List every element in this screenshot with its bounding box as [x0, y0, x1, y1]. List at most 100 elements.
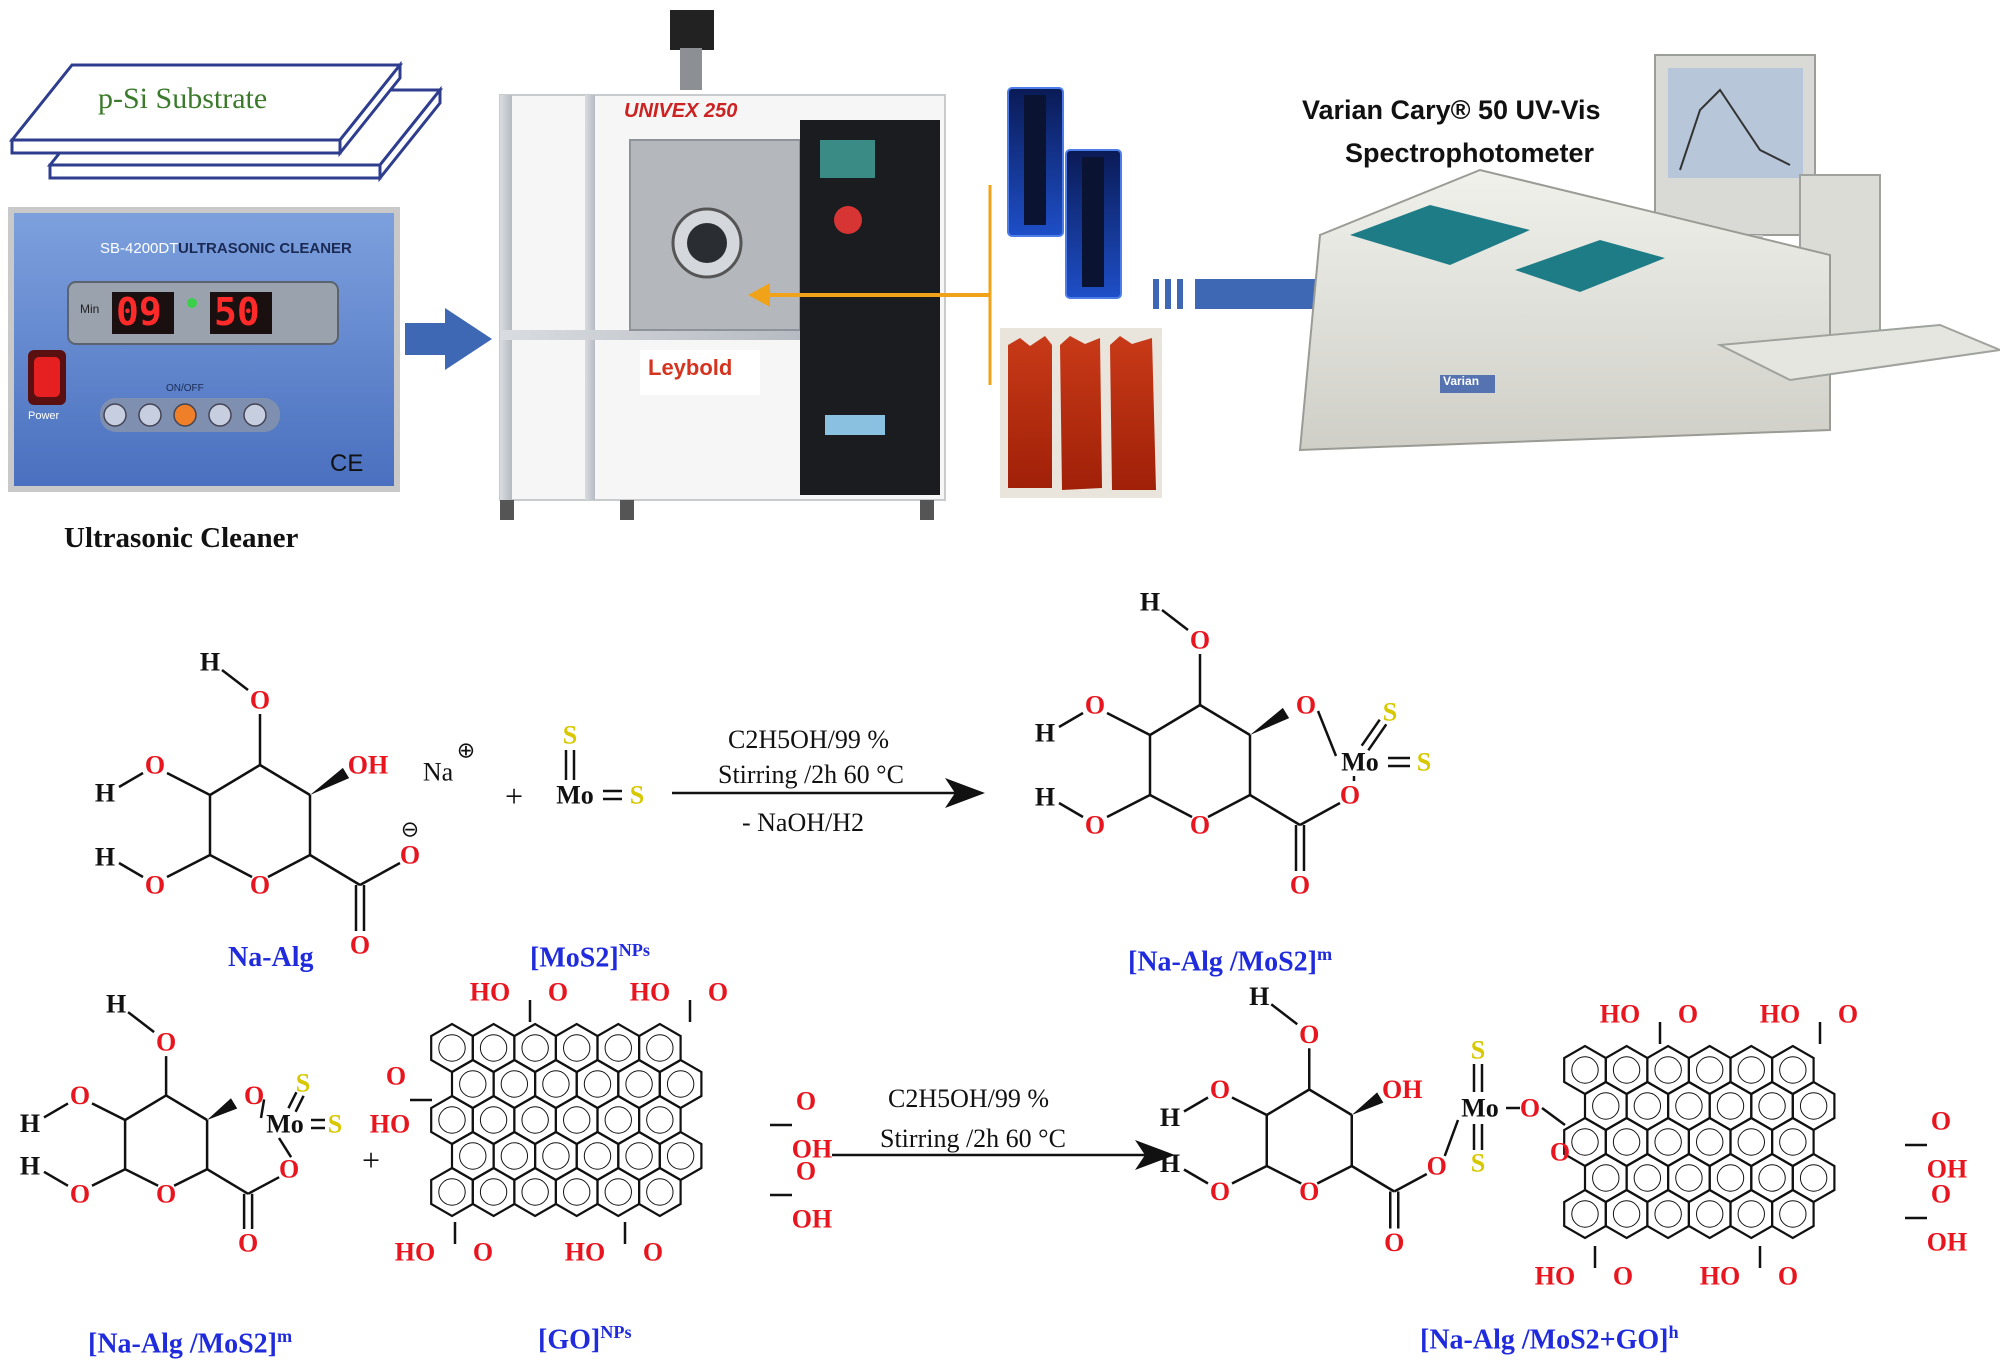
go-product-ring — [1687, 1044, 1732, 1096]
go-reactant-aromatic — [625, 1142, 653, 1170]
sulfur-atom: S — [296, 1069, 310, 1098]
gop-cooh-bottom-mid-oxygen: O — [1778, 1262, 1798, 1291]
go-product-aromatic — [1654, 1200, 1682, 1228]
go-reactant-aromatic — [438, 1034, 466, 1062]
substrate-label: p-Si Substrate — [98, 82, 268, 115]
reactant-mos2-sup: NPs — [618, 940, 650, 960]
go-reactant-aromatic — [459, 1142, 487, 1170]
go-reactant-aromatic — [521, 1178, 549, 1206]
go-product-ring — [1666, 1152, 1711, 1204]
ring-oxygen: O — [250, 871, 270, 900]
carboxyl-oxygen: O — [279, 1155, 299, 1184]
go-product-ring — [1791, 1152, 1836, 1204]
bond — [118, 771, 144, 789]
go-product-ring — [1604, 1116, 1649, 1168]
go-product-ring — [1563, 1116, 1607, 1168]
sulfur-atom: S — [563, 721, 577, 750]
bond — [209, 853, 253, 879]
wedge-bond — [1250, 707, 1290, 735]
reaction-1-condition-1: C2H5OH/99 % — [728, 725, 890, 754]
gop-cooh-top-right-oxygen: O — [1838, 1000, 1858, 1029]
go-product-aromatic — [1737, 1128, 1765, 1156]
sodium-label: Na — [423, 758, 454, 787]
gop-cooh-bottom-left-hydroxyl: HO — [1535, 1262, 1575, 1291]
wedge-bond — [310, 767, 350, 795]
bond — [165, 1094, 208, 1122]
bond — [1443, 1119, 1460, 1157]
reactant-2a-sup: m — [276, 1326, 293, 1346]
bond — [173, 1168, 208, 1187]
arrow-samples-to-chamber — [748, 185, 992, 385]
reactant-na-alg-label: Na-Alg — [228, 942, 314, 973]
go-product-aromatic — [1737, 1056, 1765, 1084]
go-reactant-ring — [533, 1130, 578, 1182]
go-product-aromatic — [1758, 1164, 1786, 1192]
reactant-go-text: [GO] — [538, 1324, 601, 1356]
gop-cooh-right-oxygen: O — [1931, 1107, 1951, 1136]
bond — [1183, 1096, 1209, 1113]
go-reactant-ring — [658, 1130, 703, 1182]
cleaner-model-label: SB-4200DT — [100, 240, 179, 257]
hydroxyl-oxygen: O — [70, 1179, 90, 1208]
go-product-ring — [1666, 1080, 1711, 1132]
ester-oxygen: O — [1296, 691, 1316, 720]
go-product-aromatic — [1612, 1128, 1641, 1156]
bond — [1299, 801, 1341, 827]
hydroxyl-oxygen: O — [1210, 1075, 1230, 1104]
reaction-1-plus: + — [505, 778, 524, 814]
spectrophotometer — [1298, 54, 2000, 452]
product-2-text: [Na-Alg /MoS2+GO] — [1420, 1324, 1669, 1356]
hydroxyl-oxygen: O — [1190, 626, 1210, 655]
bond — [1161, 609, 1189, 631]
ultrasonic-cleaner — [8, 207, 400, 492]
hydrogen: H — [20, 1151, 40, 1180]
go-product-ring — [1791, 1080, 1836, 1132]
hydroxyl-oxygen: O — [1085, 811, 1105, 840]
go-reactant-ring — [637, 1022, 682, 1074]
go-product-aromatic — [1758, 1092, 1786, 1120]
go-product-aromatic — [1675, 1164, 1703, 1192]
go-reactant-ring — [450, 1130, 495, 1182]
gop-cooh-top-left-hydroxyl: HO — [1600, 1000, 1640, 1029]
go-cooh-bottom-mid-oxygen: O — [643, 1238, 663, 1267]
go-product-ring — [1604, 1188, 1649, 1240]
hydroxyl-oxygen: O — [1210, 1177, 1230, 1206]
go-cooh-top-right-oxygen: O — [708, 978, 728, 1007]
go-product-aromatic — [1696, 1200, 1724, 1228]
sulfur-atom: S — [328, 1110, 342, 1139]
gop-cooh-right-hydroxyl: OH — [1927, 1155, 1967, 1184]
bond — [127, 1011, 155, 1034]
bond — [1231, 1164, 1268, 1185]
sulfur-atom: S — [1383, 698, 1397, 727]
go-product-ring — [1750, 1152, 1794, 1204]
go-product-aromatic — [1633, 1164, 1662, 1192]
bond — [1316, 1164, 1353, 1185]
ester-oxygen: O — [244, 1081, 264, 1110]
bond — [1541, 1106, 1566, 1127]
go-reactant-ring — [575, 1130, 620, 1182]
bond — [1207, 793, 1251, 819]
go-cooh-left-hydroxyl: HO — [370, 1110, 410, 1139]
go-reactant-aromatic — [479, 1106, 508, 1134]
bond — [118, 861, 144, 879]
go-reactant-aromatic — [500, 1070, 529, 1098]
go-reactant-ring — [554, 1166, 599, 1218]
go-reactant-ring — [554, 1022, 599, 1074]
go-reactant-aromatic — [604, 1106, 632, 1134]
molybdenum-atom: Mo — [1461, 1094, 1499, 1123]
sulfur-atom: S — [1471, 1149, 1485, 1178]
go-product-aromatic — [1799, 1092, 1828, 1120]
hydrogen: H — [1140, 588, 1160, 617]
go-product-ring — [1583, 1080, 1628, 1132]
go-product-aromatic — [1675, 1092, 1703, 1120]
go-cooh-top-left-hydroxyl: HO — [470, 978, 510, 1007]
go-product-ring — [1729, 1044, 1774, 1096]
go-reactant-ring — [617, 1130, 661, 1182]
go-reactant-aromatic — [521, 1106, 549, 1134]
go-reactant-aromatic — [646, 1106, 674, 1134]
go-product-aromatic — [1571, 1056, 1599, 1084]
go-reactant-ring — [492, 1130, 537, 1182]
double-bond — [294, 1095, 305, 1113]
hydrogen: H — [1035, 719, 1055, 748]
go-product-aromatic — [1799, 1164, 1828, 1192]
